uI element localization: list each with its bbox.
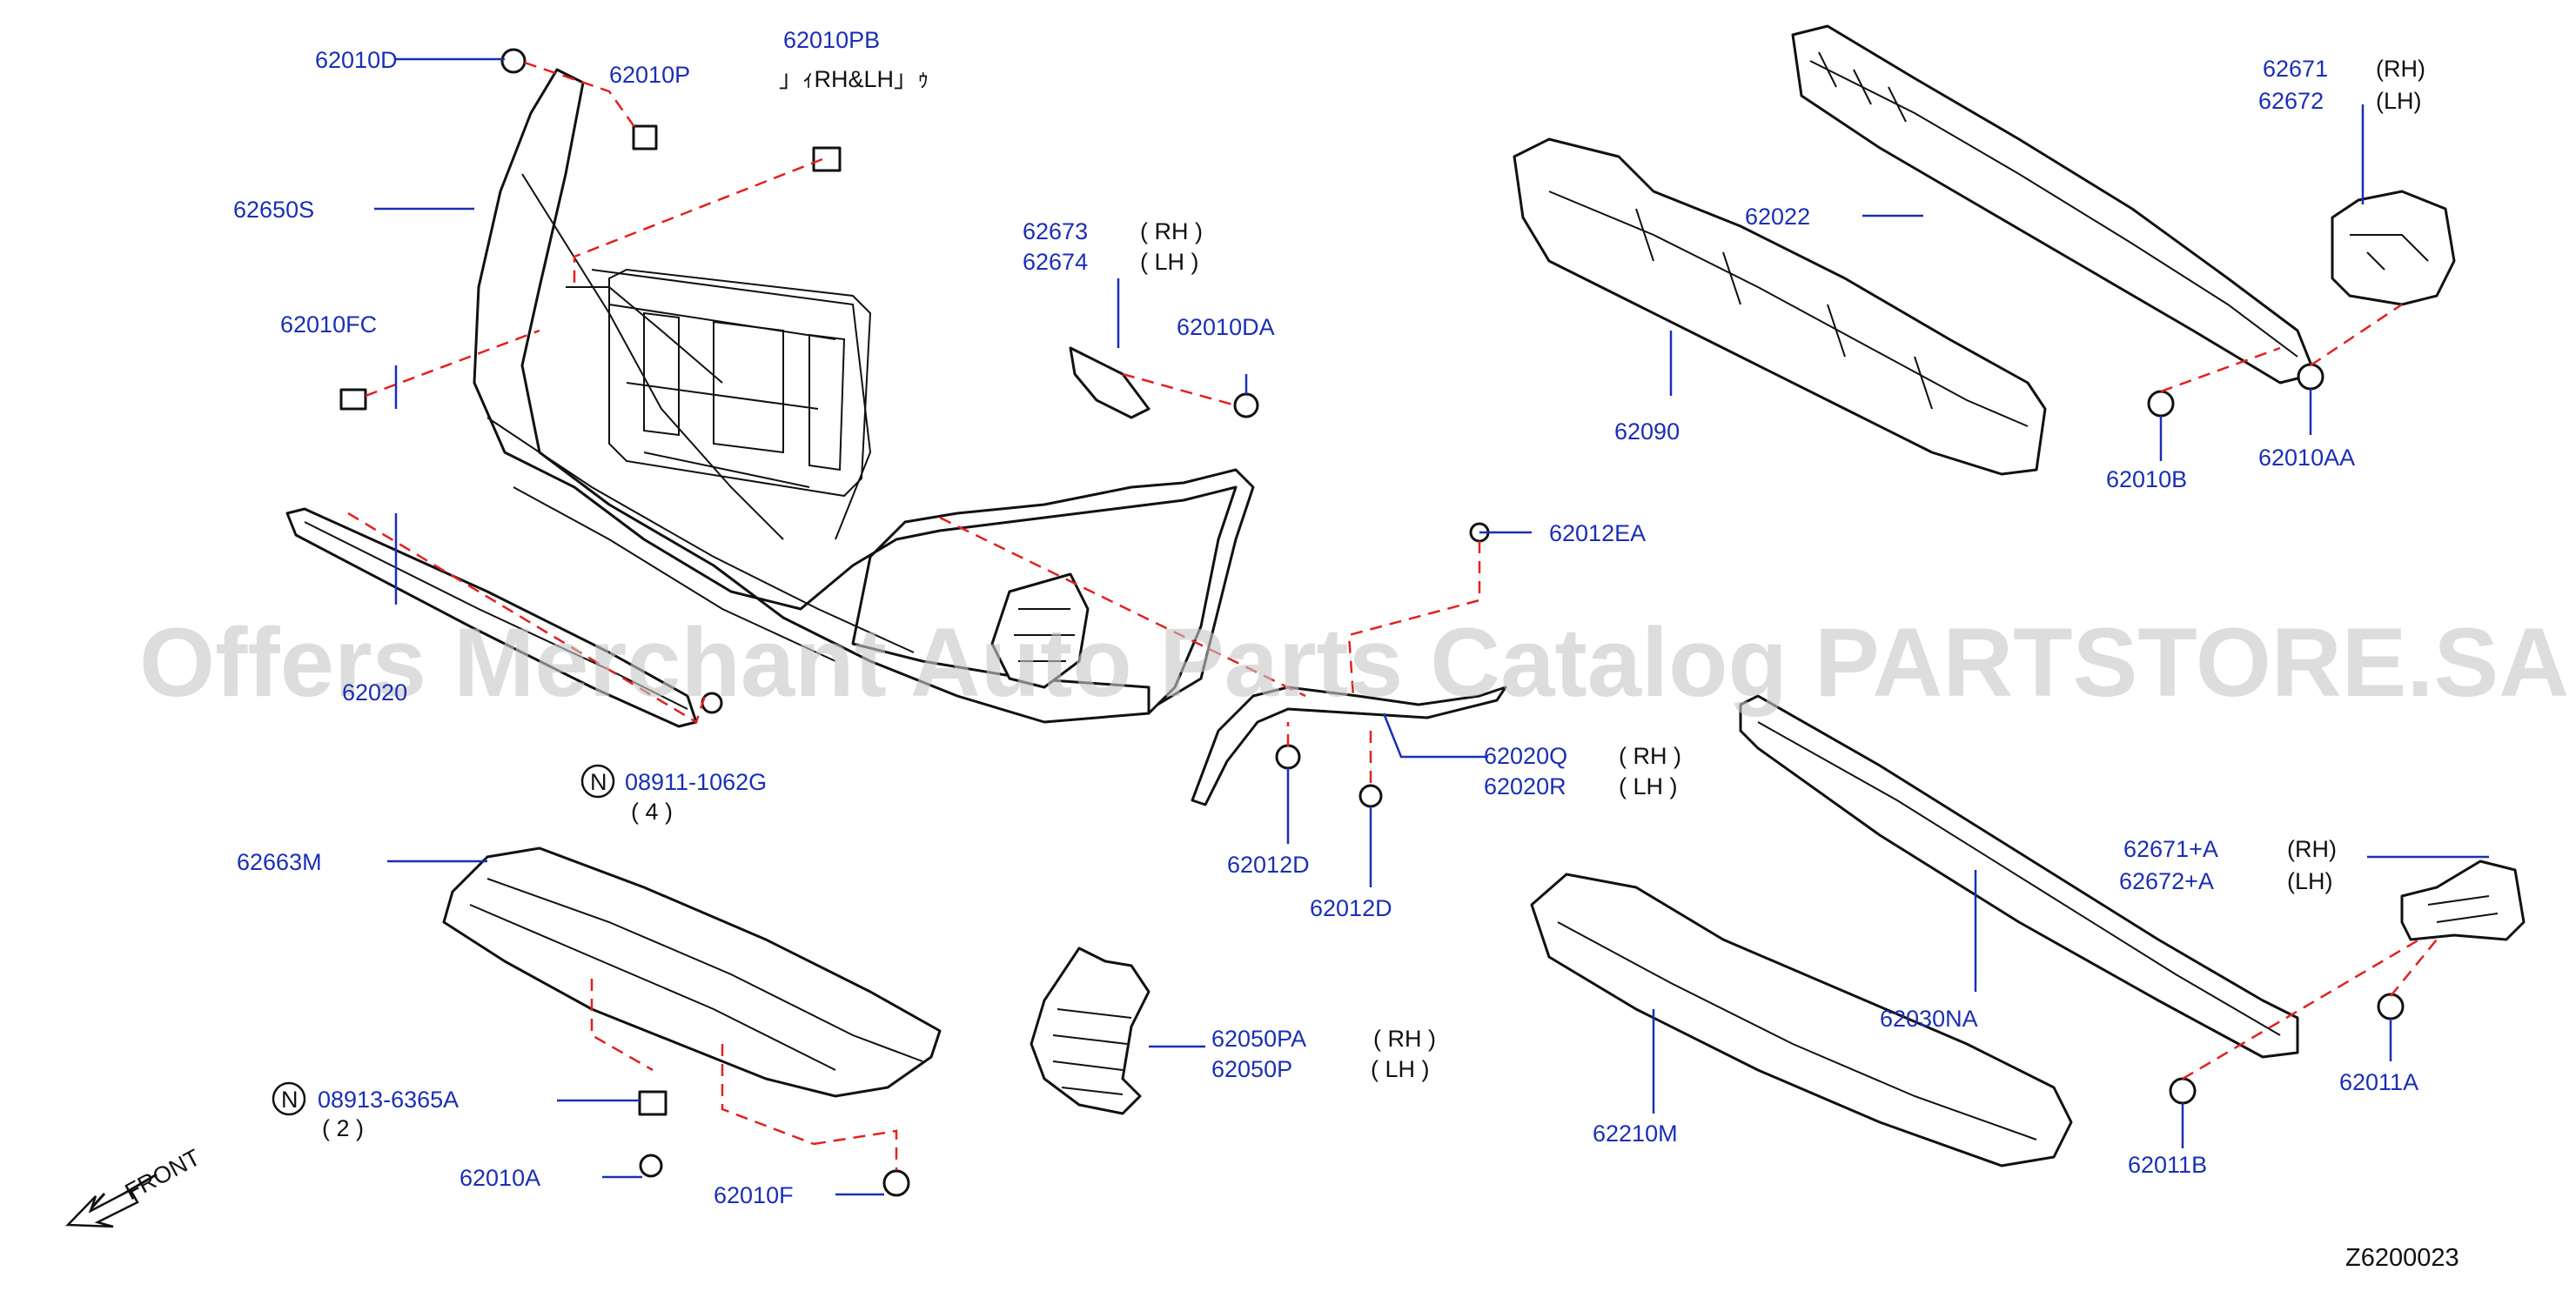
label-62010AA[interactable]: 62010AA bbox=[2258, 445, 2355, 471]
front-label: FRONT bbox=[121, 1144, 205, 1205]
label-62671[interactable]: 62671 bbox=[2263, 56, 2328, 82]
label-08913-qty: ( 2 ) bbox=[322, 1115, 364, 1141]
bumper-fascia-part[interactable] bbox=[473, 68, 1255, 724]
label-62020[interactable]: 62020 bbox=[342, 679, 407, 706]
label-62010PB-note: 」ｨRH&LH」ｩ bbox=[779, 66, 929, 92]
energy-absorber-part[interactable] bbox=[1513, 137, 2047, 476]
label-62010FC[interactable]: 62010FC bbox=[280, 311, 377, 338]
label-62020R-lh: ( LH ) bbox=[1619, 773, 1678, 799]
label-62020R[interactable]: 62020R bbox=[1484, 773, 1566, 799]
lower-reinforcement-part[interactable] bbox=[1739, 694, 2299, 1059]
connector-lines bbox=[347, 61, 2438, 1170]
label-62210M[interactable]: 62210M bbox=[1593, 1120, 1678, 1147]
label-08913-6365A[interactable]: 08913-6365A bbox=[318, 1087, 459, 1113]
label-62030NA[interactable]: 62030NA bbox=[1880, 1006, 1978, 1032]
label-62020Q-rh: ( RH ) bbox=[1619, 743, 1681, 769]
label-62010PB[interactable]: 62010PB bbox=[783, 27, 880, 53]
leader-lines bbox=[374, 57, 2489, 1196]
side-garnish-strip-part[interactable] bbox=[1191, 686, 1507, 806]
label-62672A-lh: (LH) bbox=[2287, 868, 2333, 894]
front-direction-arrow: FRONT bbox=[65, 1144, 205, 1228]
bumper-stay-lower-part[interactable] bbox=[2400, 860, 2526, 941]
label-62012EA[interactable]: 62012EA bbox=[1549, 520, 1646, 546]
label-08911-qty: ( 4 ) bbox=[631, 799, 673, 825]
label-62671A-rh: (RH) bbox=[2287, 836, 2337, 862]
label-62010A[interactable]: 62010A bbox=[460, 1165, 540, 1191]
label-62672A[interactable]: 62672+A bbox=[2119, 868, 2214, 894]
label-62050P-lh: ( LH ) bbox=[1371, 1056, 1430, 1082]
label-62650S[interactable]: 62650S bbox=[233, 197, 314, 223]
label-62010P[interactable]: 62010P bbox=[609, 62, 690, 88]
fastener-clips bbox=[339, 48, 2405, 1197]
label-62010D[interactable]: 62010D bbox=[315, 47, 398, 73]
label-62010B[interactable]: 62010B bbox=[2106, 466, 2187, 492]
bumper-stay-upper-part[interactable] bbox=[2331, 190, 2456, 306]
label-62050P[interactable]: 62050P bbox=[1211, 1056, 1292, 1082]
label-62022[interactable]: 62022 bbox=[1745, 204, 1810, 230]
n-symbol-08911: N bbox=[580, 764, 615, 799]
label-62671A[interactable]: 62671+A bbox=[2123, 836, 2218, 862]
label-62663M[interactable]: 62663M bbox=[237, 849, 322, 875]
label-62011B[interactable]: 62011B bbox=[2128, 1152, 2207, 1178]
n-symbol-08913: N bbox=[272, 1081, 306, 1116]
label-62050PA[interactable]: 62050PA bbox=[1211, 1026, 1306, 1052]
label-62020Q[interactable]: 62020Q bbox=[1484, 743, 1567, 769]
label-62010F[interactable]: 62010F bbox=[714, 1182, 794, 1208]
lower-absorber-part[interactable] bbox=[1530, 873, 2073, 1167]
label-62673-rh: ( RH ) bbox=[1140, 218, 1203, 244]
label-62673[interactable]: 62673 bbox=[1023, 218, 1088, 244]
bumper-reinforcement-part[interactable] bbox=[1791, 24, 2317, 385]
svg-text:N: N bbox=[281, 1087, 299, 1113]
label-62012D-a[interactable]: 62012D bbox=[1227, 852, 1310, 878]
label-08911-1062G[interactable]: 08911-1062G bbox=[625, 769, 767, 795]
label-62672[interactable]: 62672 bbox=[2258, 88, 2324, 114]
fascia-inner-frame bbox=[608, 268, 872, 498]
label-62010DA[interactable]: 62010DA bbox=[1177, 314, 1275, 340]
diagram-code: Z6200023 bbox=[2345, 1244, 2459, 1272]
part-labels: 62010D 62010P 62010PB 」ｨRH&LH」ｩ 62650S 6… bbox=[233, 27, 2425, 1208]
svg-text:N: N bbox=[590, 769, 607, 795]
watermark-text: Offers Merchant Auto Parts Catalog PARTS… bbox=[139, 608, 2569, 717]
label-62672-lh: (LH) bbox=[2376, 88, 2422, 114]
label-62674-lh: ( LH ) bbox=[1140, 249, 1199, 275]
label-62011A[interactable]: 62011A bbox=[2339, 1069, 2418, 1095]
label-62671-rh: (RH) bbox=[2376, 56, 2425, 82]
label-62050PA-rh: ( RH ) bbox=[1373, 1026, 1436, 1052]
label-62674[interactable]: 62674 bbox=[1023, 249, 1088, 275]
side-grille-part[interactable] bbox=[1030, 947, 1150, 1115]
undercover-part[interactable] bbox=[442, 846, 942, 1098]
label-62090[interactable]: 62090 bbox=[1614, 418, 1680, 445]
label-62012D-b[interactable]: 62012D bbox=[1310, 895, 1392, 921]
